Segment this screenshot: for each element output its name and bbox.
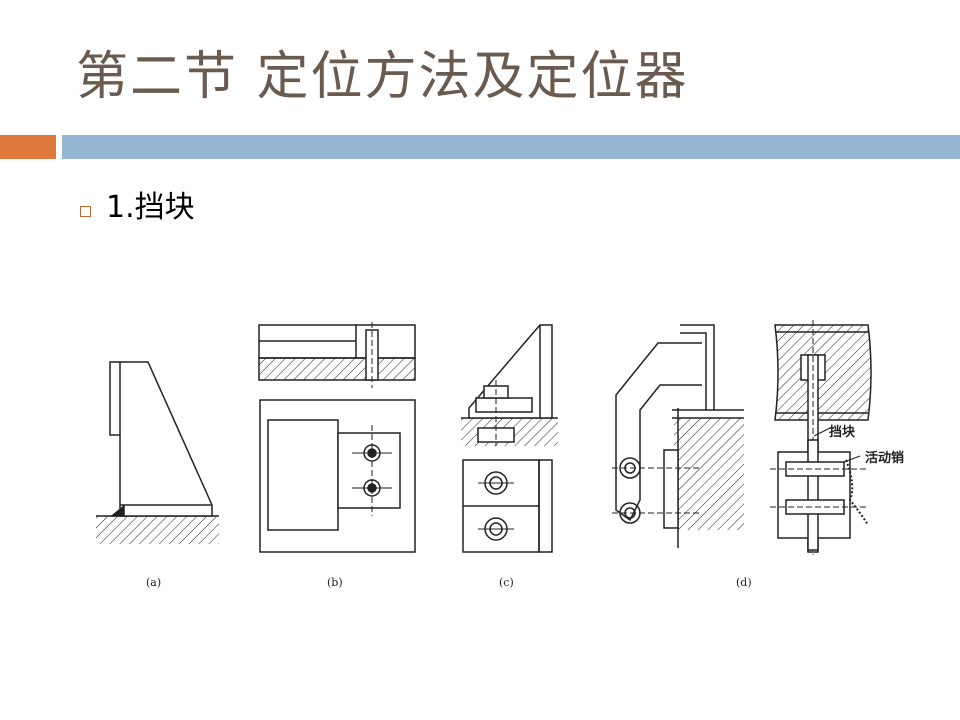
caption-b: (b) bbox=[327, 576, 343, 589]
figure-b bbox=[258, 322, 416, 553]
caption-d: (d) bbox=[736, 576, 752, 589]
label-movable-pin: 活动销 bbox=[865, 450, 904, 466]
slide-title: 第二节 定位方法及定位器 bbox=[76, 47, 689, 107]
accent-bar-blue bbox=[62, 135, 960, 159]
figure-c bbox=[461, 324, 558, 553]
figure-a bbox=[96, 361, 219, 544]
bullet-square-icon bbox=[80, 206, 91, 217]
bullet-text: 1.挡块 bbox=[106, 190, 195, 225]
figure-d-left bbox=[612, 324, 744, 548]
accent-bar-orange bbox=[0, 135, 56, 159]
caption-c: (c) bbox=[499, 576, 514, 589]
caption-a: (a) bbox=[146, 576, 161, 589]
figure-d-right bbox=[770, 320, 872, 555]
label-stop-block: 挡块 bbox=[829, 424, 856, 440]
